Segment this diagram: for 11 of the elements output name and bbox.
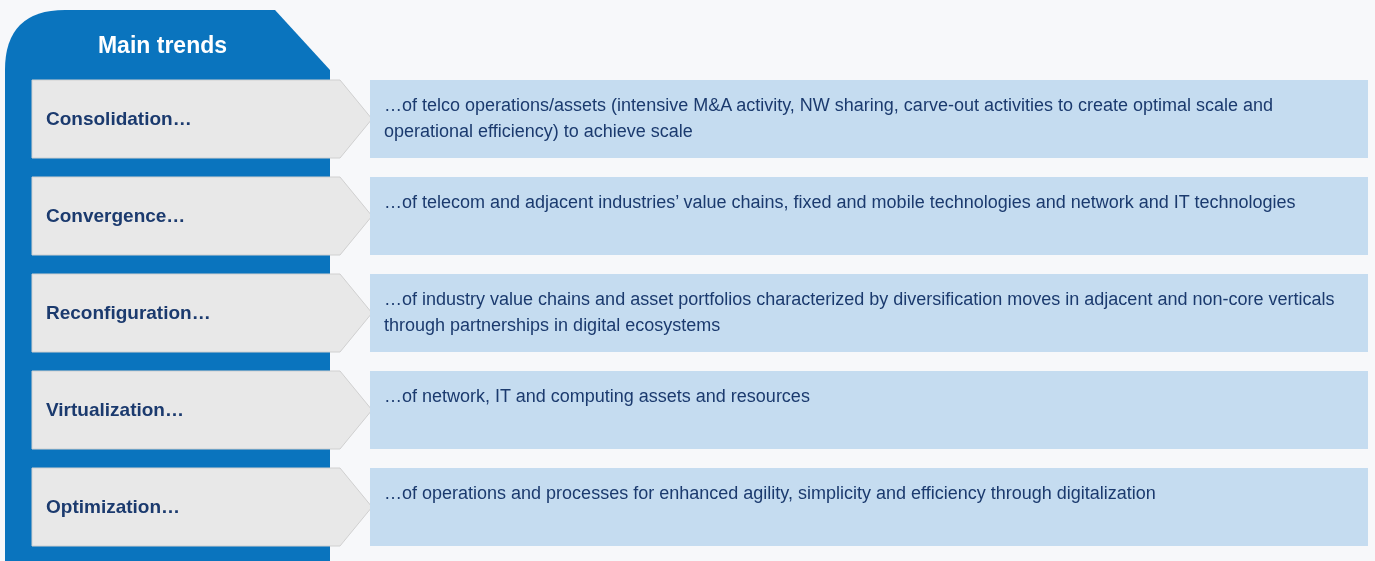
trend-label: Optimization…: [46, 495, 181, 519]
description-box: …of telecom and adjacent industries’ value chains, fixed and mobile technologies and network and IT technologies: [370, 177, 1368, 255]
trend-label: Reconfiguration…: [46, 301, 211, 325]
description-box: …of operations and processes for enhanced agility, simplicity and efficiency through digitalization: [370, 468, 1368, 546]
panel-heading: Main trends: [96, 32, 229, 59]
description-box: …of industry value chains and asset portfolios characterized by diversification moves in adjacent and non-core verticals through partnerships in digital ecosystems: [370, 274, 1368, 352]
description-box: …of telco operations/assets (intensive M&A activity, NW sharing, carve-out activities to create optimal scale and operational efficiency) to achieve scale: [370, 80, 1368, 158]
description-box: …of network, IT and computing assets and resources: [370, 371, 1368, 449]
trend-label: Convergence…: [46, 204, 186, 228]
trend-label: Consolidation…: [46, 107, 192, 131]
trend-label: Virtualization…: [46, 398, 184, 422]
